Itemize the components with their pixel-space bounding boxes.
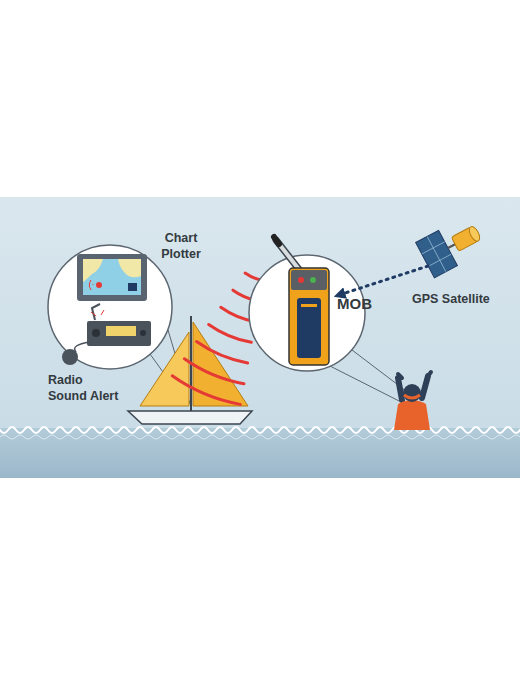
satellite-label: GPS Satellite	[412, 291, 494, 307]
person-overboard	[394, 372, 431, 430]
sky-band	[0, 197, 520, 478]
chart-plotter-label: Chart Plotter	[159, 230, 203, 262]
signal-arcs	[172, 273, 262, 404]
equipment-callout	[48, 245, 172, 369]
gps-satellite	[416, 214, 488, 277]
device-label: MOB	[337, 296, 376, 312]
gps-signal-arrow	[336, 266, 428, 296]
radio-alert-label: Radio Sound Alert	[48, 372, 123, 404]
waves	[0, 427, 520, 439]
